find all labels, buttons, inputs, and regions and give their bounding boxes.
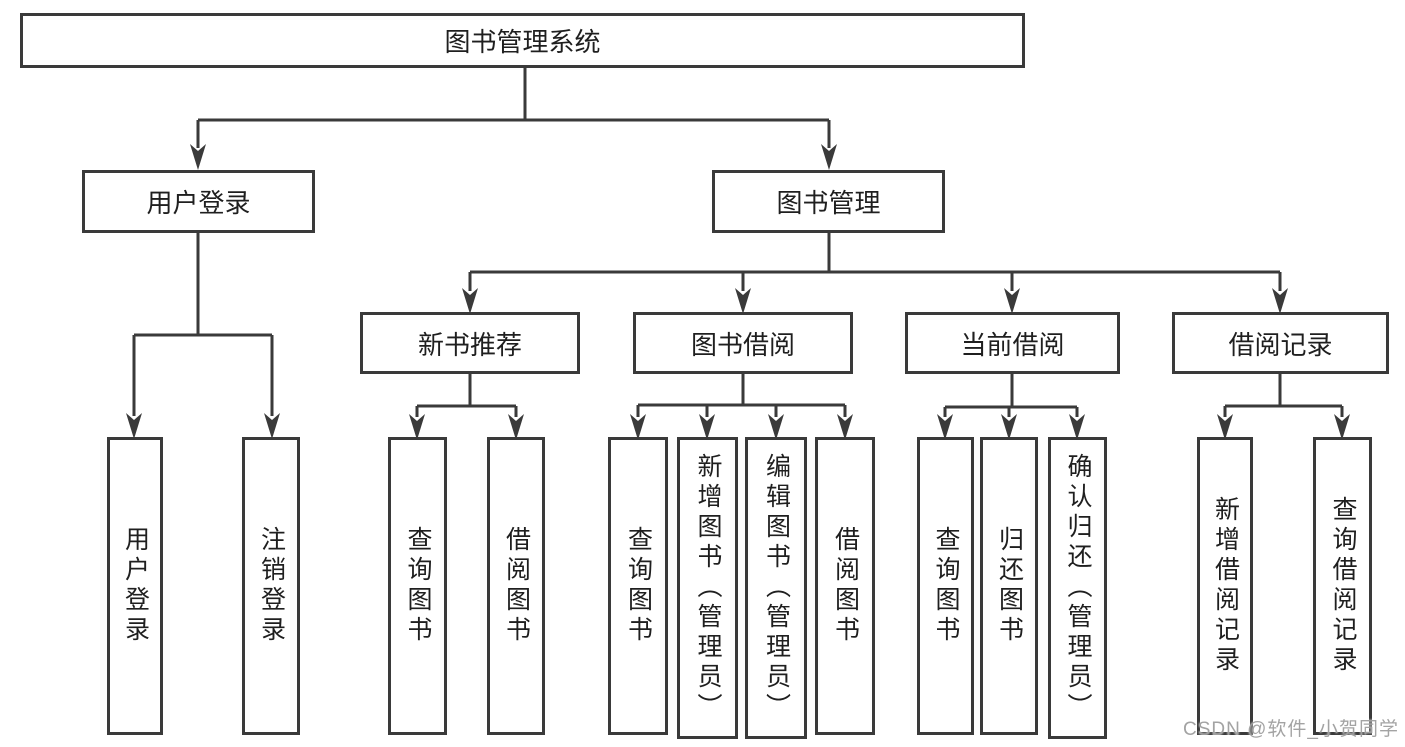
node-query-books-recommend: 查询图书 xyxy=(388,437,447,735)
node-user-login: 用户登录 xyxy=(82,170,315,233)
node-edit-books-admin: 编辑图书（管理员） xyxy=(745,437,807,739)
node-borrow-books-borrowing: 借阅图书 xyxy=(815,437,875,735)
node-query-books-current: 查询图书 xyxy=(917,437,974,735)
node-new-book-recommend: 新书推荐 xyxy=(360,312,580,374)
node-user-login-operation: 用户登录 xyxy=(107,437,163,735)
node-borrowing-records: 借阅记录 xyxy=(1172,312,1389,374)
node-logout-operation: 注销登录 xyxy=(242,437,300,735)
node-query-borrow-record: 查询借阅记录 xyxy=(1313,437,1372,735)
node-confirm-return-admin: 确认归还（管理员） xyxy=(1048,437,1107,739)
node-query-books-borrowing: 查询图书 xyxy=(608,437,668,735)
csdn-watermark: CSDN @软件_小贺同学 xyxy=(1183,719,1399,740)
node-library-management-system: 图书管理系统 xyxy=(20,13,1025,68)
node-book-management: 图书管理 xyxy=(712,170,945,233)
node-current-borrowing: 当前借阅 xyxy=(905,312,1120,374)
node-borrow-books-recommend: 借阅图书 xyxy=(487,437,545,735)
node-return-books: 归还图书 xyxy=(980,437,1038,735)
node-add-borrow-record: 新增借阅记录 xyxy=(1197,437,1253,735)
node-add-books-admin: 新增图书（管理员） xyxy=(677,437,738,739)
